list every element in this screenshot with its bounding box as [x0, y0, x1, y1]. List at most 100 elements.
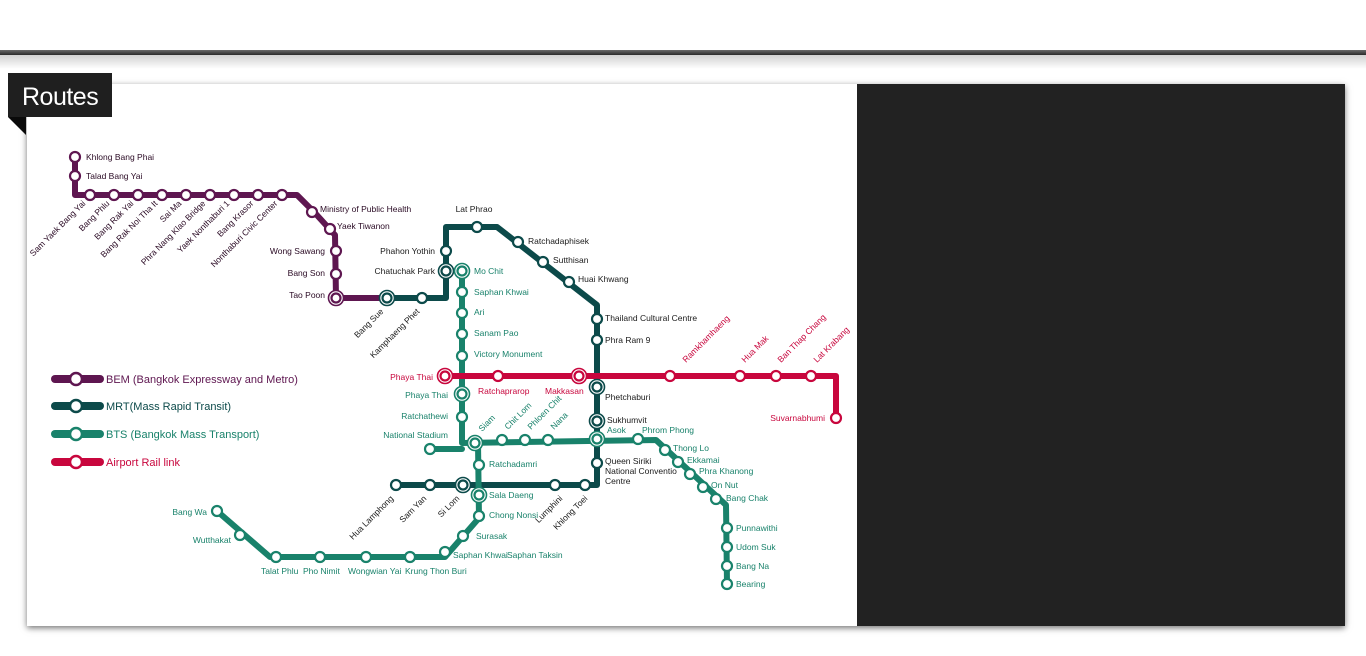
route-map[interactable]: BEM (Bangkok Expressway and Metro) MRT(M… — [27, 84, 857, 626]
station-mrt-3-label: Chatuchak Park — [375, 266, 436, 276]
station-bem-11-marker[interactable] — [275, 188, 289, 202]
station-bts-34-marker[interactable] — [233, 528, 247, 542]
station-mrt-5-marker[interactable] — [470, 220, 484, 234]
station-bts-20-marker[interactable] — [720, 521, 734, 535]
station-mrt-6-marker[interactable] — [511, 235, 525, 249]
station-bts-14-marker[interactable] — [631, 432, 645, 446]
station-mrt-9-marker[interactable] — [590, 312, 604, 326]
legend-mrt-marker — [68, 398, 84, 414]
station-bem-1-marker[interactable] — [68, 150, 82, 164]
station-bts-15-label: Thong Lo — [673, 443, 709, 453]
station-mrt-7-marker[interactable] — [536, 255, 550, 269]
station-arl-7-marker[interactable] — [804, 369, 818, 383]
station-mrt-16-marker[interactable] — [457, 479, 469, 491]
station-bts-26-marker[interactable] — [472, 509, 486, 523]
station-bts-3-marker[interactable] — [455, 306, 469, 320]
station-mrt-13-label-line2: National Conventio — [605, 466, 677, 476]
station-bts-19-marker[interactable] — [709, 492, 723, 506]
station-bts-23-marker[interactable] — [720, 577, 734, 591]
station-bts-31-marker[interactable] — [359, 550, 373, 564]
station-bts-9-marker[interactable] — [469, 437, 481, 449]
station-arl-6-marker[interactable] — [769, 369, 783, 383]
station-arl-4-marker[interactable] — [663, 369, 677, 383]
station-bts-17-marker[interactable] — [683, 467, 697, 481]
station-bts-10-marker[interactable] — [495, 433, 509, 447]
station-bem-12-marker[interactable] — [305, 205, 319, 219]
station-bts-7-marker[interactable] — [455, 410, 469, 424]
legend-bts-label: BTS (Bangkok Mass Transport) — [106, 429, 259, 441]
station-bem-15-marker[interactable] — [329, 267, 343, 281]
station-bem-6-marker[interactable] — [155, 188, 169, 202]
station-mrt-18-marker[interactable] — [389, 478, 403, 492]
station-bts-1-marker[interactable] — [456, 265, 468, 277]
station-mrt-12-marker[interactable] — [591, 415, 603, 427]
station-bts-11-marker[interactable] — [518, 433, 532, 447]
station-mrt-17-marker[interactable] — [423, 478, 437, 492]
legend-arl-label: Airport Rail link — [106, 457, 180, 469]
station-mrt-8-marker[interactable] — [562, 275, 576, 289]
station-arl-8-marker[interactable] — [829, 411, 843, 425]
route-map-svg: BEM (Bangkok Expressway and Metro) MRT(M… — [28, 150, 851, 591]
station-mrt-7-label: Sutthisan — [553, 255, 589, 265]
station-bem-9-marker[interactable] — [227, 188, 241, 202]
station-mrt-10-marker[interactable] — [590, 333, 604, 347]
station-bts-33-label: Talat Phlu — [261, 566, 299, 576]
station-mrt-6-label: Ratchadaphisek — [528, 236, 590, 246]
station-bts-33-marker[interactable] — [269, 550, 283, 564]
station-mrt-13-marker[interactable] — [590, 456, 604, 470]
station-bts-13-marker[interactable] — [591, 433, 603, 445]
station-bts-4-marker[interactable] — [455, 327, 469, 341]
station-bts-15-marker[interactable] — [658, 443, 672, 457]
station-bem-7-marker[interactable] — [179, 188, 193, 202]
station-bem-13-marker[interactable] — [323, 222, 337, 236]
station-arl-3-marker[interactable] — [573, 370, 585, 382]
station-mrt-3-marker[interactable] — [440, 265, 452, 277]
station-mrt-4-marker[interactable] — [439, 244, 453, 258]
station-bts-5-marker[interactable] — [455, 349, 469, 363]
top-header-bar — [0, 0, 1366, 50]
station-mrt-1-marker[interactable] — [381, 292, 393, 304]
station-arl-7-label: Lat Krabang — [811, 324, 851, 364]
station-mrt-14-marker[interactable] — [578, 478, 592, 492]
station-arl-5-marker[interactable] — [733, 369, 747, 383]
station-bem-10-marker[interactable] — [251, 188, 265, 202]
station-mrt-2-marker[interactable] — [415, 291, 429, 305]
station-bts-29-label: Saphan Khwai — [453, 550, 508, 560]
station-bts-21-marker[interactable] — [720, 540, 734, 554]
station-bts-16-marker[interactable] — [671, 455, 685, 469]
station-bts-25-marker[interactable] — [473, 489, 485, 501]
station-bts-35-marker[interactable] — [210, 504, 224, 518]
station-mrt-11-label: Phetchaburi — [605, 392, 650, 402]
station-bts-2-label: Saphan Khwai — [474, 287, 529, 297]
station-bts-24-marker[interactable] — [472, 458, 486, 472]
station-bem-14-marker[interactable] — [329, 244, 343, 258]
station-arl-1-marker[interactable] — [439, 370, 451, 382]
station-mrt-16-label: Si Lom — [436, 493, 462, 519]
station-mrt-11-marker[interactable] — [591, 381, 603, 393]
station-bts-13-label: Asok — [607, 425, 627, 435]
station-bem-14-label: Wong Sawang — [270, 246, 325, 256]
station-bem-8-marker[interactable] — [203, 188, 217, 202]
station-bts-8-marker[interactable] — [423, 442, 437, 456]
station-arl-2-marker[interactable] — [491, 369, 505, 383]
station-bem-4-marker[interactable] — [107, 188, 121, 202]
station-bem-16-marker[interactable] — [330, 292, 342, 304]
station-mrt-1-label: Bang Sue — [352, 306, 386, 340]
station-bem-15-label: Bang Son — [288, 268, 326, 278]
station-bts-6-marker[interactable] — [456, 388, 468, 400]
station-mrt-17-label: Sam Yan — [397, 493, 428, 524]
station-bts-32-marker[interactable] — [313, 550, 327, 564]
station-mrt-15-marker[interactable] — [548, 478, 562, 492]
station-bem-2-marker[interactable] — [68, 169, 82, 183]
station-bts-28-marker[interactable] — [438, 545, 452, 559]
station-bts-30-marker[interactable] — [403, 550, 417, 564]
station-bts-22-marker[interactable] — [720, 559, 734, 573]
station-bem-5-marker[interactable] — [131, 188, 145, 202]
station-bts-18-marker[interactable] — [696, 480, 710, 494]
station-bts-12-marker[interactable] — [541, 433, 555, 447]
station-bts-2-marker[interactable] — [455, 285, 469, 299]
station-bts-18-label: On Nut — [711, 480, 739, 490]
station-bem-3-marker[interactable] — [83, 188, 97, 202]
station-bts-5-label: Victory Monument — [474, 349, 543, 359]
station-bts-27-marker[interactable] — [456, 529, 470, 543]
